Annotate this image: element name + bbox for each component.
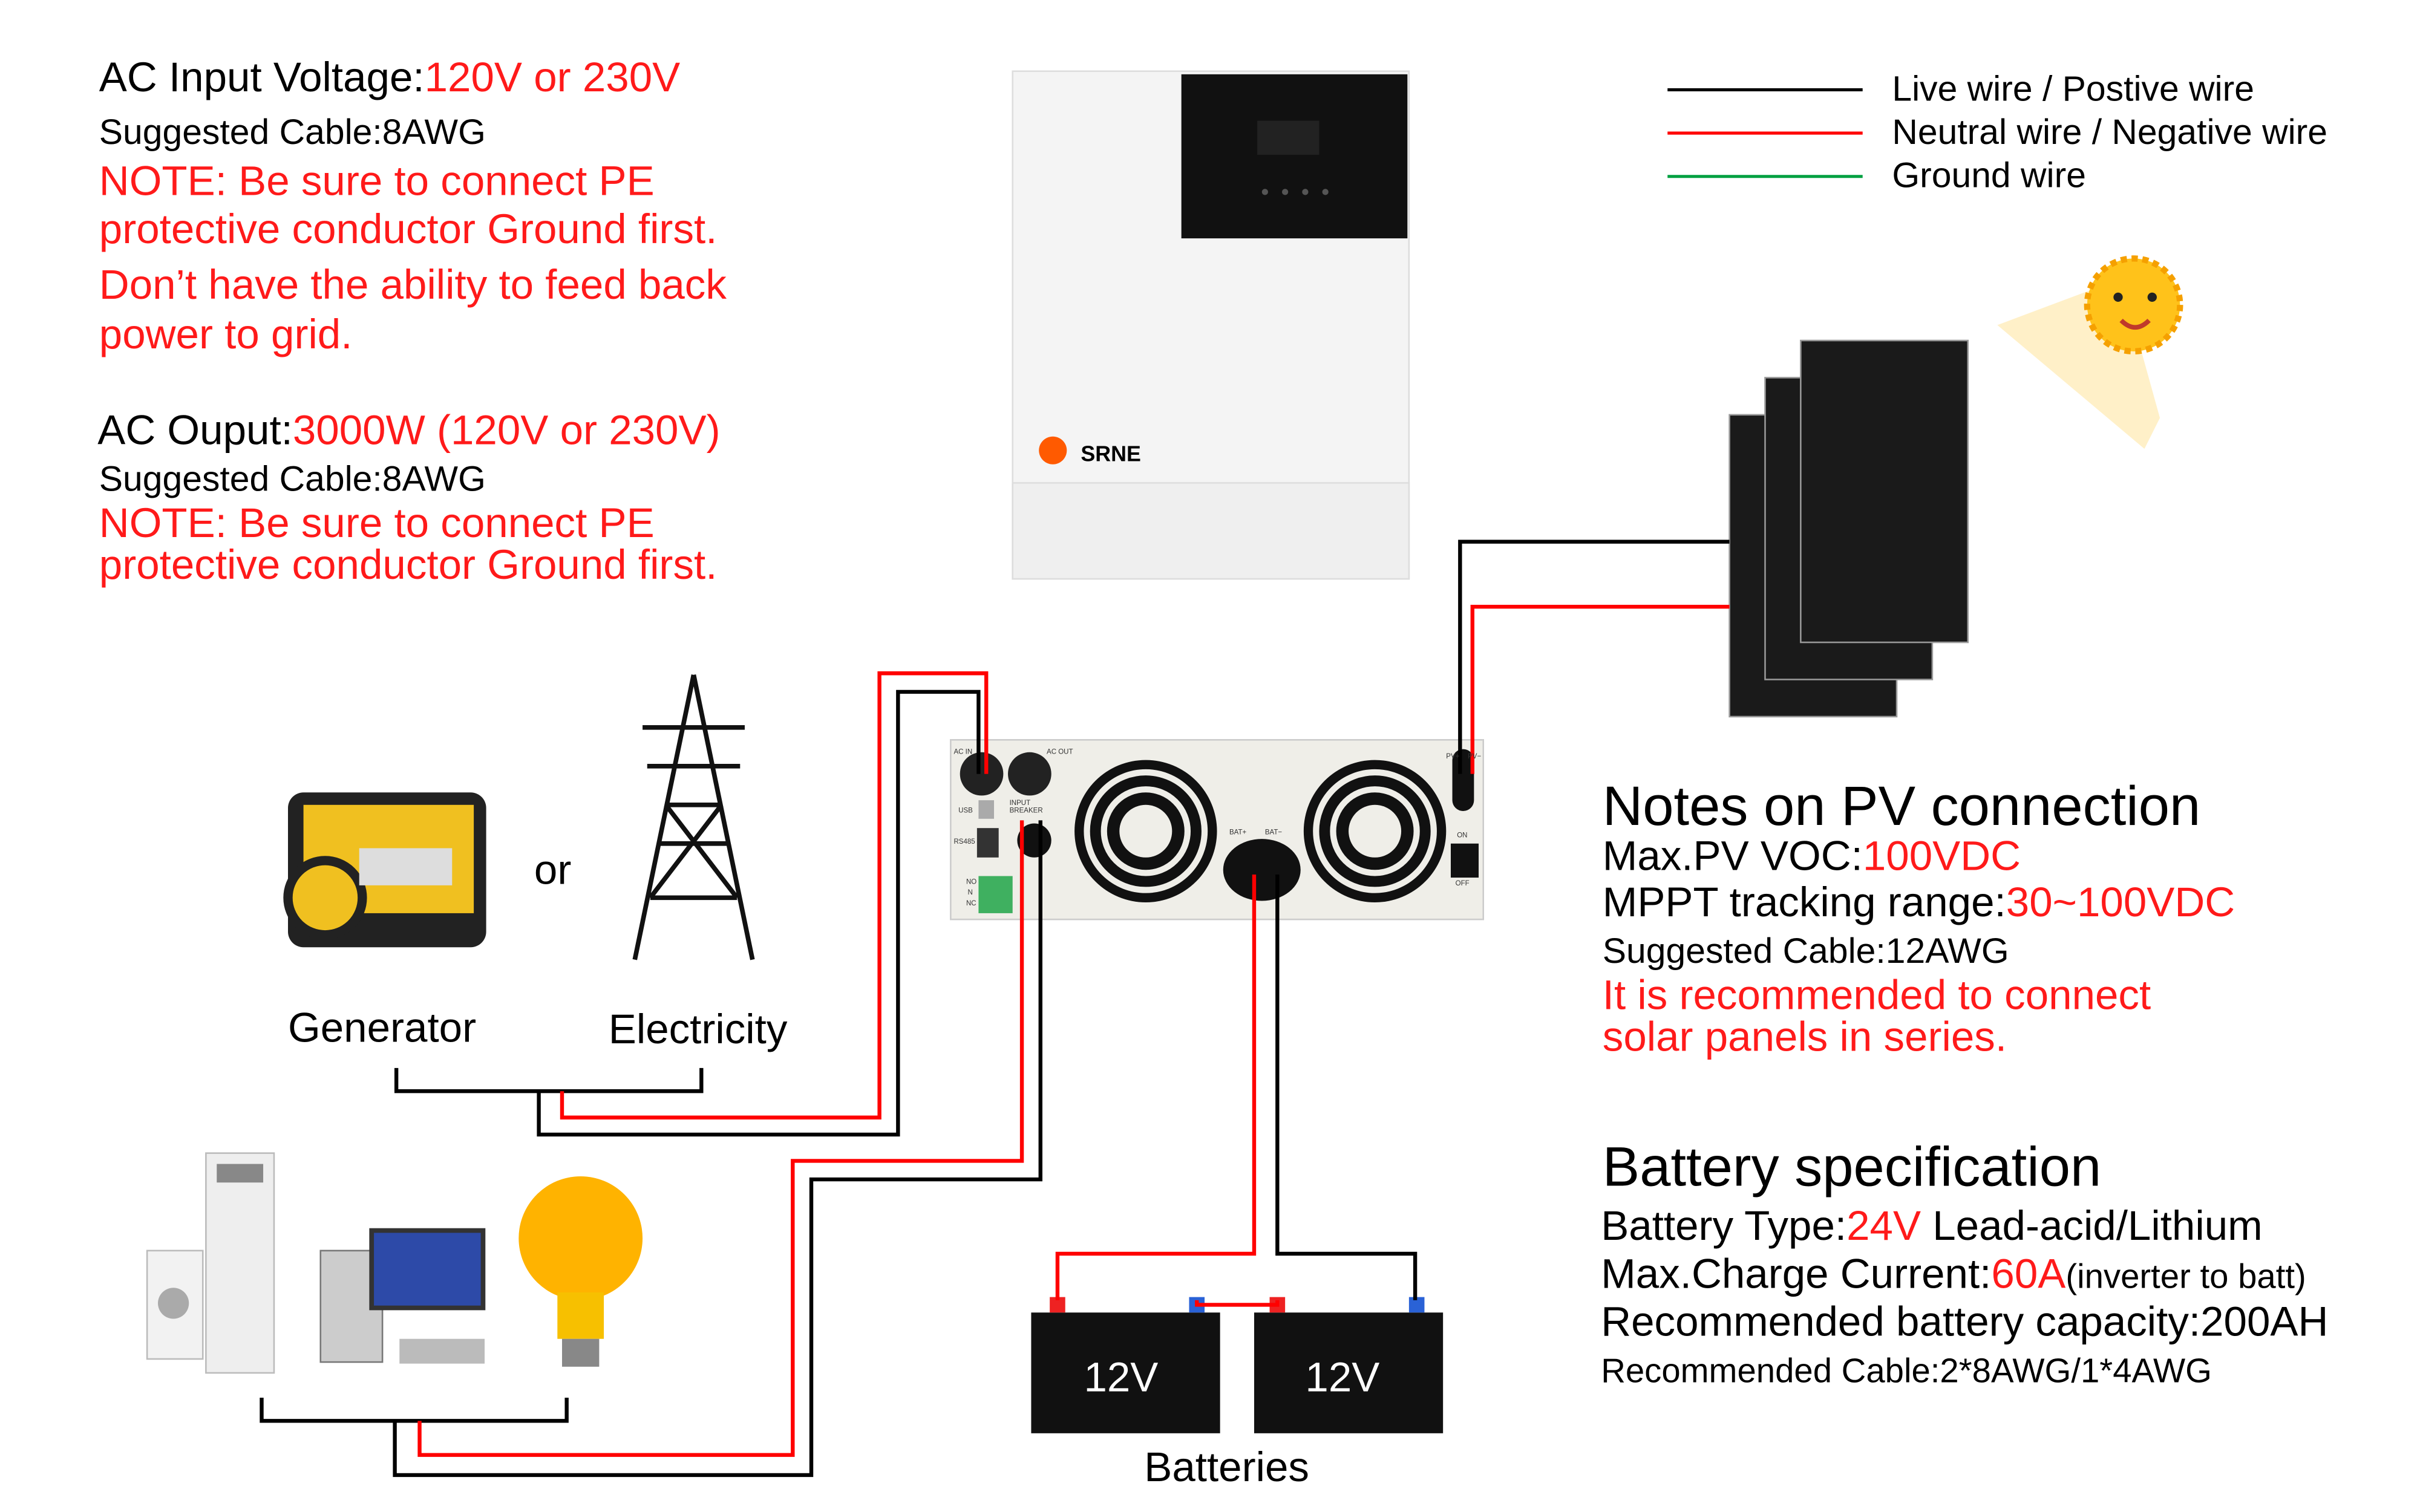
ac-in-live-wire <box>537 689 981 1137</box>
switch-on-label: ON <box>1457 831 1468 839</box>
ac-output-note-1: NOTE: Be sure to connect PE <box>99 500 655 547</box>
load-bracket-wire <box>260 1397 569 1423</box>
bat-neg-label: BAT− <box>1264 828 1283 836</box>
pv-neg-label: PV− <box>1468 752 1482 760</box>
fan-right-icon <box>1303 760 1447 903</box>
ac-in-label: AC IN <box>953 748 973 755</box>
ac-in-port <box>960 752 1004 796</box>
rs485-label: RS485 <box>953 837 975 846</box>
generator-icon <box>283 792 486 948</box>
battery-link-wire <box>1195 1300 1280 1307</box>
fan-left-icon <box>1074 760 1217 903</box>
battery-capacity: Recommended battery capacity:200AH <box>1601 1299 2329 1345</box>
battery-positive-wire <box>1055 874 1257 1300</box>
ac-input-cable: Suggested Cable:8AWG <box>99 111 486 152</box>
usb-label: USB <box>958 806 973 815</box>
electricity-label: Electricity <box>608 1006 788 1053</box>
legend-live: Live wire / Postive wire <box>1892 68 2254 109</box>
generator-label: Generator <box>288 1004 477 1051</box>
pv-positive-wire <box>1458 539 1730 774</box>
battery-1-label: 12V <box>1084 1354 1159 1401</box>
ac-input-note-2: protective conductor Ground first. <box>99 206 718 253</box>
pv-notes-title: Notes on PV connection <box>1602 774 2201 838</box>
ac-out-port <box>1008 752 1051 796</box>
pv-cable: Suggested Cable:12AWG <box>1602 930 2009 971</box>
ac-output: AC Ouput:3000W (120V or 230V) <box>97 407 721 454</box>
relay-no-label: NO <box>966 878 977 885</box>
power-switch <box>1450 843 1479 878</box>
inverter-back <box>950 739 1484 921</box>
ac-output-note-2: protective conductor Ground first. <box>99 541 718 588</box>
inverter-brand: SRNE <box>1081 441 1141 466</box>
light-bulb-icon <box>518 1176 643 1367</box>
battery-2 <box>1254 1297 1444 1433</box>
srne-logo-icon <box>1039 436 1067 464</box>
pv-recommend-2: solar panels in series. <box>1602 1014 2007 1061</box>
pv-mppt: MPPT tracking range:30~100VDC <box>1602 879 2235 926</box>
breaker-button <box>1017 823 1051 858</box>
bat-pos-label: BAT+ <box>1229 828 1247 836</box>
solar-panels <box>1728 339 1969 718</box>
battery-port <box>1223 839 1301 901</box>
air-conditioner-icon <box>146 1152 275 1374</box>
battery-type: Battery Type:24V Lead-acid/Lithium <box>1601 1202 2263 1250</box>
input-breaker-label: INPUT BREAKER <box>1009 798 1043 813</box>
rs485-port <box>976 828 999 858</box>
ac-input-note-1: NOTE: Be sure to connect PE <box>99 158 655 204</box>
power-tower-icon <box>632 674 755 960</box>
ac-input-voltage: AC Input Voltage:120V or 230V <box>99 54 681 101</box>
pv-pos-label: PV+ <box>1446 752 1460 760</box>
batteries-label: Batteries <box>1144 1444 1309 1491</box>
ac-out-label: AC OUT <box>1047 748 1073 755</box>
usb-port <box>978 800 995 819</box>
ac-input-note-4: power to grid. <box>99 311 353 358</box>
ac-out-live-wire <box>393 820 1042 1478</box>
computer-icon <box>319 1228 486 1364</box>
battery-cable: Recommended Cable:2*8AWG/1*4AWG <box>1601 1351 2212 1390</box>
inverter-display-panel <box>1181 74 1408 239</box>
ac-input-note-3: Don’t have the ability to feed back <box>99 261 727 308</box>
ac-out-neutral-wire <box>417 820 1024 1457</box>
battery-negative-wire <box>1275 874 1418 1300</box>
ac-output-cable: Suggested Cable:8AWG <box>99 458 486 499</box>
battery-2-label: 12V <box>1305 1354 1380 1401</box>
battery-charge-current: Max.Charge Current:60A(inverter to batt) <box>1601 1250 2306 1297</box>
battery-spec-title: Battery specification <box>1602 1134 2102 1198</box>
pv-port <box>1452 749 1474 812</box>
legend-ground: Ground wire <box>1892 154 2086 195</box>
switch-off-label: OFF <box>1455 879 1470 887</box>
sun-icon <box>1997 255 2183 449</box>
relay-terminal <box>978 876 1013 913</box>
relay-n-label: N <box>967 888 973 896</box>
or-label: or <box>534 846 572 893</box>
ac-in-neutral-wire <box>560 671 989 1119</box>
pv-voc: Max.PV VOC:100VDC <box>1602 832 2021 879</box>
relay-nc-label: NC <box>966 899 976 907</box>
pv-negative-wire <box>1470 605 1730 774</box>
inverter-front <box>1012 70 1410 580</box>
pv-recommend-1: It is recommended to connect <box>1602 972 2151 1018</box>
source-bracket-wire <box>394 1067 704 1093</box>
legend-neutral: Neutral wire / Negative wire <box>1892 111 2328 152</box>
